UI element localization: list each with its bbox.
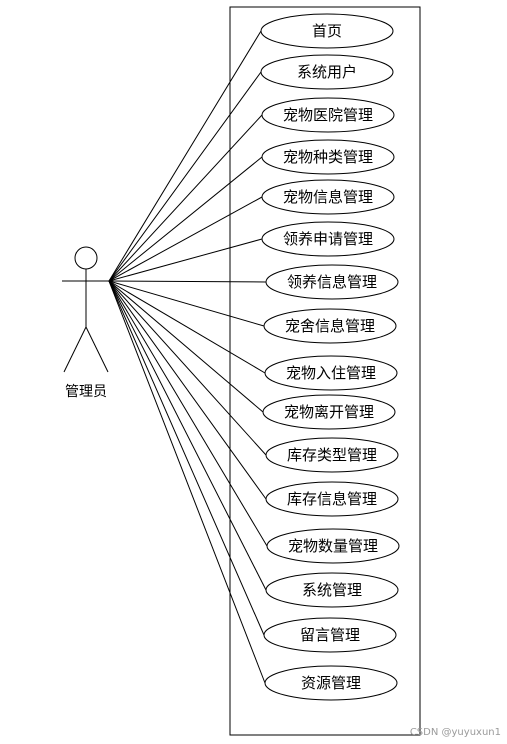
use-case-label: 留言管理 [300,626,360,644]
use-case-ellipse [263,617,397,653]
use-case-label: 宠物医院管理 [283,106,373,124]
association-line [108,280,266,684]
association-lines [108,30,268,684]
use-case-label: 库存类型管理 [287,446,377,464]
use-case-ellipse [265,572,399,608]
use-case-ellipse [262,394,396,430]
association-line [108,71,262,282]
use-case-label: 首页 [312,22,342,40]
use-case-label: 库存信息管理 [287,490,377,508]
use-case: 领养申请管理 [261,221,395,257]
association-line [108,280,266,374]
association-line [108,280,265,327]
use-case-ellipse [264,355,398,391]
use-case: 宠物数量管理 [266,528,400,564]
use-case: 领养信息管理 [265,264,399,300]
use-case-ellipse [264,665,398,701]
use-case-ellipse [260,54,394,90]
association-line [108,280,267,591]
watermark: CSDN @yuyuxun1 [409,727,501,738]
association-line [108,280,267,456]
use-case-label: 系统管理 [302,581,362,599]
association-line [108,114,263,282]
use-case-label: 领养申请管理 [283,230,373,248]
use-case: 宠物种类管理 [261,139,395,175]
use-case: 宠物信息管理 [261,179,395,215]
use-case-ellipse [266,528,400,564]
use-case: 资源管理 [264,665,398,701]
use-case: 系统用户 [260,54,394,90]
use-case-list: 首页系统用户宠物医院管理宠物种类管理宠物信息管理领养申请管理领养信息管理宠舍信息… [260,13,400,701]
association-line [108,156,263,282]
use-case-label: 宠舍信息管理 [285,317,375,335]
use-case-ellipse [260,13,394,49]
association-line [108,280,268,547]
actor-head [74,246,98,270]
use-case-label: 领养信息管理 [287,273,377,291]
actor-figure: 管理员 [62,246,110,400]
association-line [108,280,264,413]
association-line [108,280,267,283]
actor-right-leg [85,326,109,373]
use-case-label: 宠物入住管理 [286,364,376,382]
association-line [108,280,265,636]
use-case-label: 宠物离开管理 [284,403,374,421]
use-case: 留言管理 [263,617,397,653]
use-case: 首页 [260,13,394,49]
use-case: 库存类型管理 [265,437,399,473]
use-case: 库存信息管理 [265,481,399,517]
association-line [108,30,262,282]
use-case: 系统管理 [265,572,399,608]
use-case-label: 资源管理 [301,674,361,692]
use-case-ellipse [265,481,399,517]
use-case-ellipse [263,308,397,344]
use-case-label: 宠物种类管理 [283,148,373,166]
use-case: 宠物入住管理 [264,355,398,391]
actor-label: 管理员 [65,384,107,400]
use-case-ellipse [261,97,395,133]
use-case: 宠物医院管理 [261,97,395,133]
use-case: 宠物离开管理 [262,394,396,430]
association-line [108,280,267,500]
association-line [108,238,263,282]
use-case-ellipse [265,437,399,473]
use-case-label: 宠物数量管理 [288,537,378,555]
association-line [108,196,263,282]
use-case: 宠舍信息管理 [263,308,397,344]
use-case-ellipse [261,221,395,257]
system-boundary [229,6,421,736]
use-case-label: 系统用户 [297,63,357,81]
use-case-ellipse [261,139,395,175]
use-case-label: 宠物信息管理 [283,188,373,206]
use-case-ellipse [261,179,395,215]
actor-left-leg [63,326,87,373]
use-case-ellipse [265,264,399,300]
